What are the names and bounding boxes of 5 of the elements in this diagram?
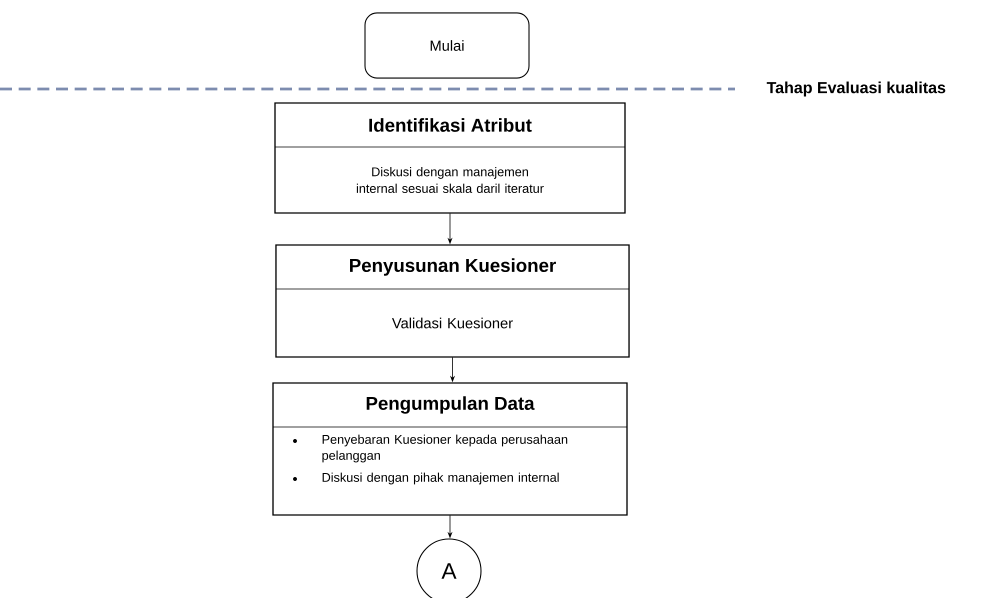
process-box: Penyusunan Kuesioner Validasi Kuesioner (275, 244, 630, 358)
process-box: Identifikasi Atribut Diskusi dengan manajemen internal sesuai skala daril iteratur (274, 102, 626, 214)
phase-label: Tahap Evaluasi kualitas (766, 82, 946, 96)
start-box: Mulai (364, 12, 530, 79)
process-box: Pengumpulan Data Penyebaran Kuesioner kepada perusahaan pelanggan Diskusi dengan pihak manajemen internal (272, 382, 628, 516)
